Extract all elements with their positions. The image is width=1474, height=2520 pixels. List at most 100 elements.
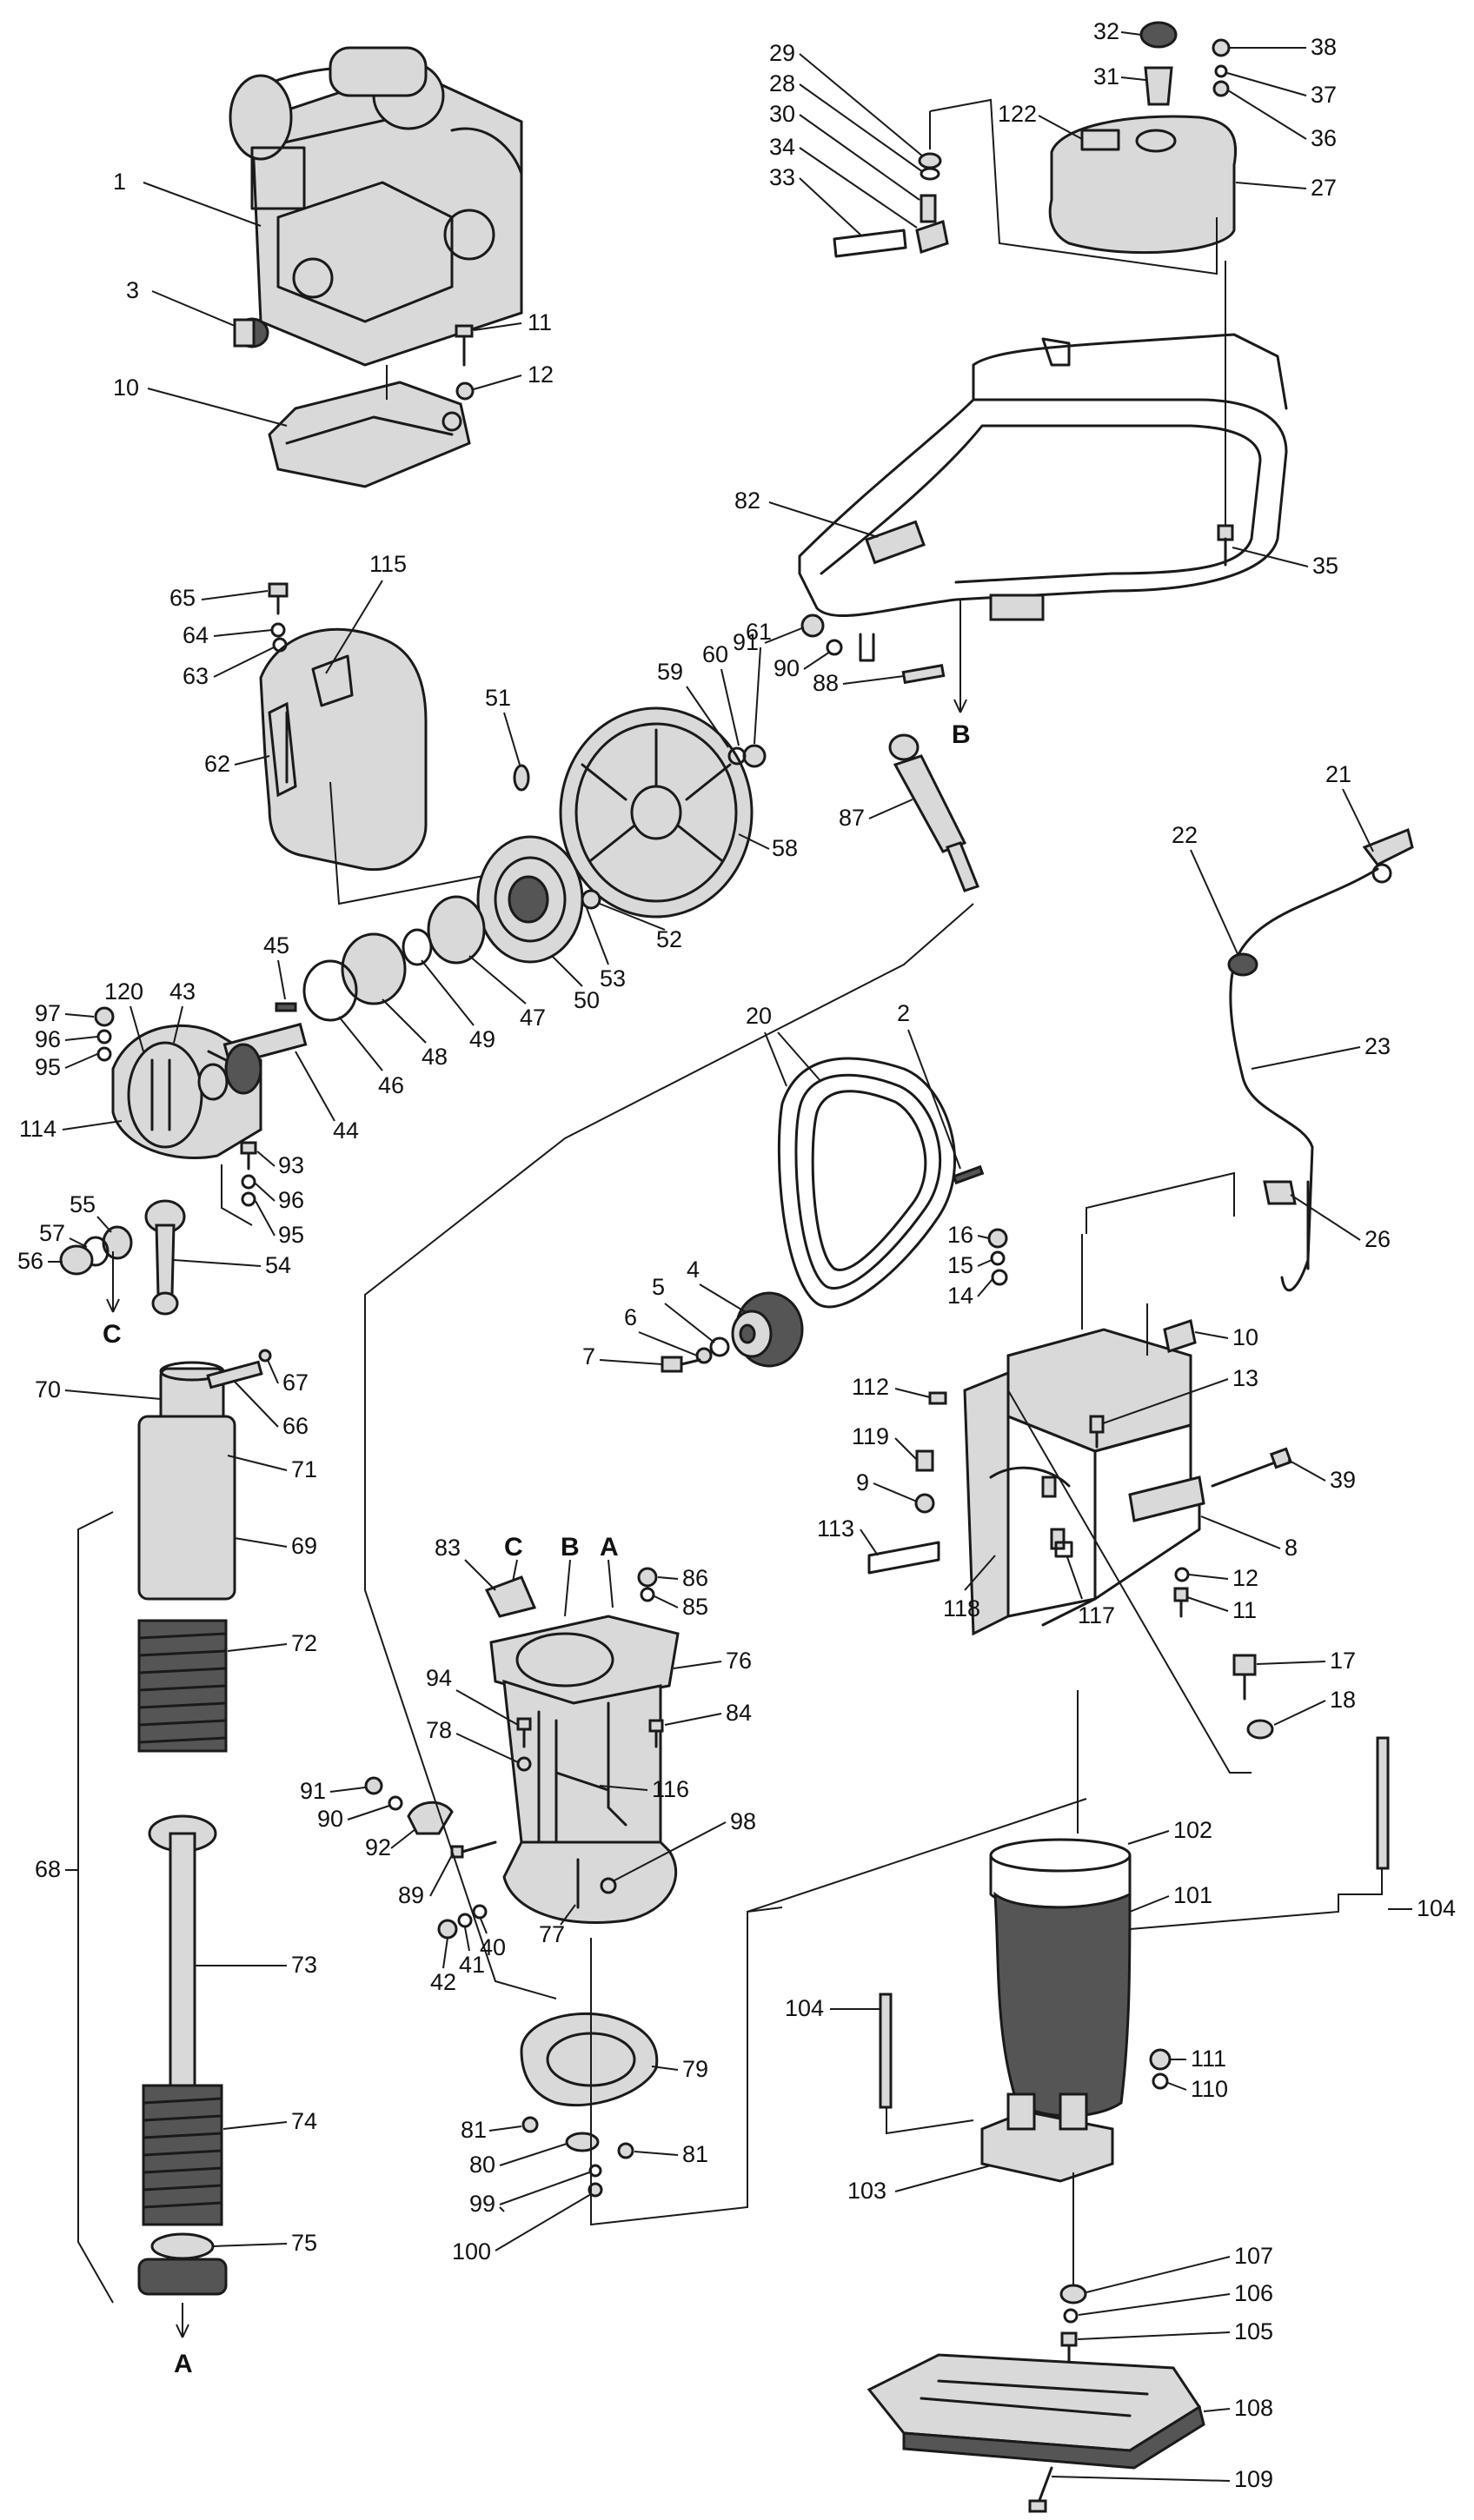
callout-86: 86	[682, 1565, 708, 1591]
part-62-cover-bracket	[268, 701, 297, 798]
callout-11b: 11	[1232, 1597, 1257, 1623]
callout-115: 115	[369, 551, 407, 577]
part-64-washer	[270, 622, 286, 638]
callout-53: 53	[600, 965, 626, 991]
callout-96b: 96	[278, 1187, 304, 1213]
part-75-nut	[137, 2232, 228, 2296]
callout-105: 105	[1234, 2318, 1273, 2344]
part-116-gasket	[554, 1771, 610, 1792]
callout-113: 113	[817, 1515, 854, 1542]
callout-63: 63	[183, 663, 209, 689]
callout-labels: 1 3 10 11 12 32 31 122 38 37 36 27 29 28…	[17, 18, 1456, 2492]
callout-109: 109	[1234, 2466, 1273, 2492]
part-22-cable-clamp	[1227, 952, 1258, 977]
part-9-grommet	[914, 1493, 935, 1514]
part-37-washer	[1214, 64, 1228, 78]
callout-46: 46	[378, 1072, 404, 1098]
part-3-shaft-collar	[233, 317, 269, 348]
callout-75: 75	[291, 2230, 317, 2256]
callout-23: 23	[1364, 1033, 1391, 1059]
callout-67: 67	[282, 1369, 309, 1396]
callout-15: 15	[947, 1252, 973, 1278]
callout-13: 13	[1232, 1365, 1258, 1391]
part-111-nut	[1149, 2048, 1172, 2071]
engine	[229, 46, 523, 367]
part-4-drive-pulley	[731, 1291, 804, 1368]
callout-66: 66	[282, 1413, 309, 1439]
part-17-bolt	[1232, 1654, 1257, 1701]
part-110-washer	[1152, 2072, 1169, 2090]
ref-letter-c-left: C	[103, 1320, 122, 1349]
part-44-crankshaft	[197, 1022, 308, 1101]
callout-99: 99	[469, 2191, 495, 2217]
part-41-washer	[457, 1913, 473, 1928]
callout-42: 42	[430, 1969, 456, 1995]
callout-89: 89	[398, 1882, 424, 1908]
part-55-bearing	[102, 1225, 133, 1260]
callout-57: 57	[39, 1220, 65, 1246]
callout-4: 4	[687, 1257, 700, 1283]
callout-54: 54	[265, 1252, 291, 1278]
callout-41: 41	[459, 1952, 485, 1978]
callout-116: 116	[652, 1776, 689, 1802]
callout-95b: 95	[278, 1222, 304, 1248]
callout-88: 88	[813, 670, 839, 696]
callout-2: 2	[897, 1000, 910, 1026]
callout-10b: 10	[1232, 1324, 1258, 1350]
callout-106: 106	[1234, 2280, 1273, 2306]
part-113-decal	[867, 1541, 940, 1575]
part-72-spring	[137, 1619, 228, 1753]
part-73-piston-rod	[148, 1814, 217, 2113]
part-112-label	[928, 1391, 947, 1405]
callout-56: 56	[17, 1248, 43, 1274]
part-91-nut	[800, 613, 825, 638]
callout-40: 40	[480, 1934, 506, 1960]
callout-50: 50	[574, 987, 600, 1013]
ref-letter-b-handle: B	[952, 720, 971, 749]
callout-65: 65	[169, 585, 196, 611]
part-97-nut	[94, 1006, 115, 1027]
part-84-bolt	[648, 1719, 664, 1748]
part-27-fuel-tank	[1048, 115, 1238, 255]
callout-97: 97	[35, 1000, 61, 1026]
callout-71: 71	[291, 1456, 317, 1482]
callout-91a: 91	[733, 629, 759, 655]
part-82-handle-frame	[798, 333, 1288, 621]
callout-20: 20	[746, 1003, 772, 1029]
callout-60: 60	[702, 641, 728, 667]
part-50-clutch-housing	[476, 835, 584, 964]
part-65-bolt	[268, 582, 289, 615]
callout-107: 107	[1234, 2243, 1273, 2269]
part-49-spacer	[402, 928, 433, 966]
part-7-bolt	[661, 1356, 701, 1373]
callout-90a: 90	[774, 655, 800, 681]
callout-100: 100	[452, 2238, 491, 2265]
part-101-bellows	[993, 1891, 1132, 2118]
part-90-washer	[826, 639, 843, 656]
part-43-crank-case	[111, 1024, 262, 1160]
callout-28: 28	[769, 70, 795, 96]
callout-1: 1	[113, 169, 126, 195]
part-81a-nut	[521, 2116, 539, 2133]
part-40-washer	[472, 1904, 488, 1920]
part-86-nut	[637, 1567, 658, 1588]
part-18-nut	[1246, 1719, 1274, 1740]
part-83-bracket	[484, 1575, 537, 1618]
part-98-plug	[600, 1877, 617, 1894]
callout-93: 93	[278, 1152, 304, 1178]
part-60-washer	[727, 746, 747, 766]
part-28-gasket	[920, 167, 940, 181]
part-32-fuel-cap	[1139, 21, 1178, 49]
callout-122: 122	[998, 101, 1037, 127]
callout-49: 49	[469, 1026, 495, 1052]
part-42-nut	[437, 1919, 458, 1940]
callout-17: 17	[1330, 1648, 1356, 1674]
callout-79: 79	[682, 2056, 708, 2082]
part-56-snap-ring	[59, 1244, 94, 1276]
callout-12b: 12	[1232, 1565, 1258, 1591]
callout-29: 29	[769, 40, 795, 66]
part-33-fuel-hose	[833, 229, 907, 258]
callout-74: 74	[291, 2108, 317, 2134]
callout-70: 70	[35, 1376, 61, 1403]
callout-82: 82	[734, 487, 760, 514]
